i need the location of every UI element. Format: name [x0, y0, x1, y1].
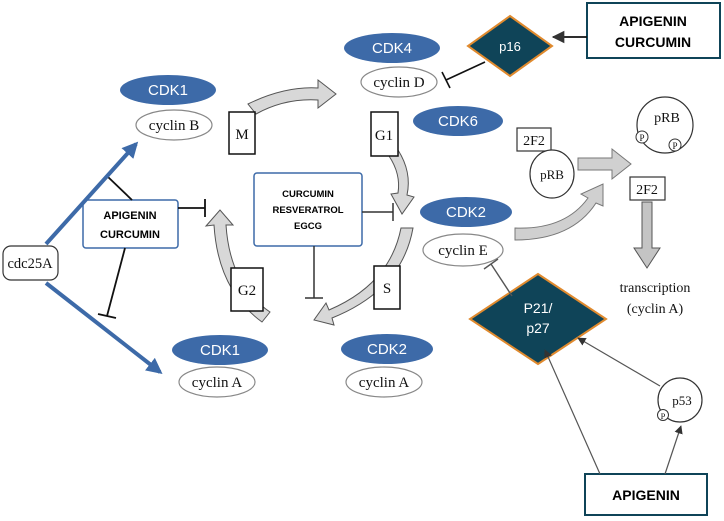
complex-cdk6: CDK6 — [413, 106, 503, 136]
cdk1-b-ellipse — [120, 75, 216, 105]
blue-arrow-to-cdk1-b — [44, 141, 139, 246]
complex-cdk2-cyclin-a: cyclin A CDK2 — [341, 334, 433, 398]
complex-cdk2-cyclin-e: cyclin E CDK2 — [420, 197, 512, 267]
transcription-label: transcription — [620, 281, 691, 296]
cdk2-e-label: CDK2 — [446, 204, 486, 221]
cdk6-label: CDK6 — [438, 113, 478, 130]
top-right-inhibitor-1: APIGENIN — [619, 13, 687, 29]
center-inhibitor-1: CURCUMIN — [282, 189, 334, 200]
cdk1-a-label: CDK1 — [200, 342, 240, 359]
cyclin-d-label: cyclin D — [373, 75, 424, 91]
cdk1-a-ellipse — [172, 335, 268, 365]
cdk2-a-label: CDK2 — [367, 341, 407, 358]
blue-arrow-to-cdk1-a — [44, 281, 163, 374]
p21-p27-diamond: P21/ p27 — [468, 272, 608, 366]
arrow-apigenin-to-p21 — [544, 349, 601, 475]
cyclin-a-left-label: cyclin A — [192, 375, 243, 391]
complex-cdk1-cyclin-a: cyclin A CDK1 — [172, 335, 268, 398]
cdk2-e-ellipse — [420, 197, 512, 227]
p16-inhibition-line — [441, 61, 486, 89]
cyclin-d-ellipse — [360, 66, 438, 98]
phase-g2-label: G2 — [238, 283, 256, 299]
prb-phospho-1: P — [639, 133, 644, 143]
left-inhibitor-2: CURCUMIN — [100, 229, 160, 241]
arrow-m-to-g1 — [247, 78, 337, 115]
p16-label: p16 — [499, 39, 521, 54]
cyclin-b-ellipse — [135, 109, 213, 141]
phase-g1: G1 — [370, 111, 399, 157]
cdk4-ellipse — [344, 33, 440, 63]
thin-arrows — [544, 337, 683, 475]
center-inhibition-lines — [305, 203, 394, 299]
prb-free-label: pRB — [654, 111, 680, 126]
bottom-right-inhibitor-1: APIGENIN — [612, 487, 680, 503]
left-inhibitor-box: APIGENIN CURCUMIN — [82, 199, 179, 249]
phase-m: M — [228, 111, 256, 155]
phase-m-label: M — [235, 127, 248, 143]
phase-g2: G2 — [230, 267, 264, 312]
center-inhibitor-2: RESVERATROL — [272, 205, 343, 216]
arrow-cyclin-e-to-release — [514, 183, 604, 241]
cyclin-a-right-label: cyclin A — [359, 375, 410, 391]
prb-free: pRB P P — [635, 96, 694, 154]
complex-cdk1-cyclin-b: cyclin B CDK1 — [120, 75, 216, 141]
e2f-free-label: 2F2 — [636, 183, 658, 198]
p27-label: p27 — [526, 320, 550, 336]
e2f-bound-label: 2F2 — [523, 134, 545, 149]
p53-phospho: P — [661, 411, 666, 421]
center-inhibitor-box: CURCUMIN RESVERATROL EGCG — [253, 172, 363, 247]
p16-diamond: p16 — [466, 14, 554, 78]
cyclin-a-left-ellipse — [178, 366, 256, 398]
center-inhibitor-3: EGCG — [294, 221, 322, 232]
bottom-right-inhibitor-box: APIGENIN — [584, 473, 708, 516]
p21-label: P21/ — [524, 300, 553, 316]
top-right-inhibitor-2: CURCUMIN — [615, 34, 691, 50]
phase-g1-label: G1 — [375, 128, 393, 144]
top-right-inhibitor-box: APIGENIN CURCUMIN — [586, 2, 721, 59]
cdk2-a-ellipse — [341, 334, 433, 364]
arrow-p53-to-p21 — [577, 337, 661, 387]
cyclin-e-label: cyclin E — [438, 243, 488, 259]
cyclin-a-right-ellipse — [345, 366, 423, 398]
left-inhibitor-1: APIGENIN — [103, 210, 156, 222]
cyclin-e-ellipse — [422, 233, 504, 267]
cdc25a-node: cdc25A — [2, 245, 59, 281]
phase-s: S — [373, 265, 401, 310]
complex-cdk4-cyclin-d: cyclin D CDK4 — [344, 33, 440, 98]
cdk6-ellipse — [413, 106, 503, 136]
e2f-free: 2F2 — [629, 176, 666, 201]
cdk4-label: CDK4 — [372, 40, 412, 57]
arrow-e2f-to-transcription — [633, 201, 661, 269]
arrow-apigenin-to-p53 — [664, 425, 683, 475]
p21-inhibition-line — [483, 258, 513, 297]
p53-label: p53 — [672, 393, 692, 408]
p53-node: p53 P — [657, 377, 703, 423]
prb-phospho-2: P — [672, 141, 677, 151]
cdk1-b-label: CDK1 — [148, 82, 188, 99]
prb-bound-label: pRB — [540, 167, 564, 182]
arrow-complex-to-prb — [577, 147, 632, 181]
transcription-target-label: (cyclin A) — [627, 302, 684, 317]
cdc25a-label: cdc25A — [7, 256, 53, 272]
arrow-g1-to-s — [388, 149, 415, 215]
cyclin-b-label: cyclin B — [149, 118, 199, 134]
phase-s-label: S — [383, 281, 391, 297]
e2f-prb-complex: 2F2 pRB — [516, 127, 575, 199]
